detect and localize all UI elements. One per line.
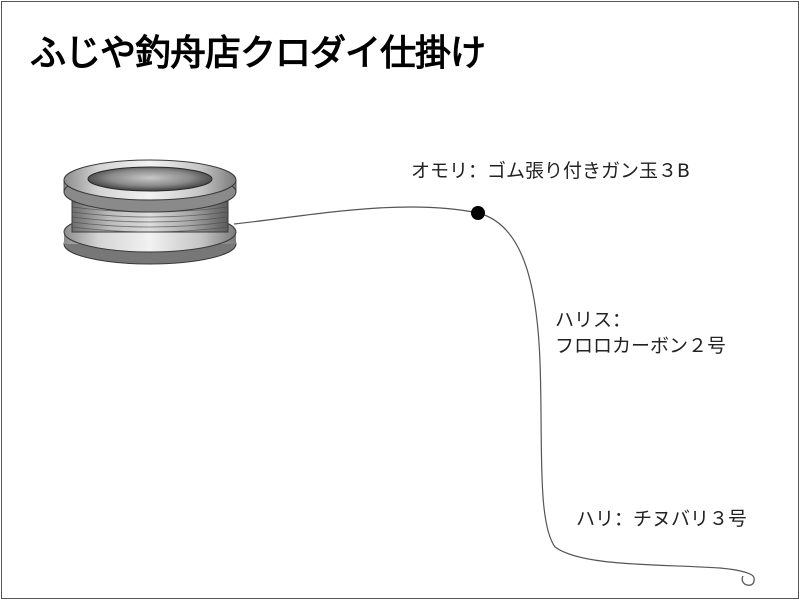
page-title: ふじや釣舟店クロダイ仕掛け xyxy=(30,33,486,74)
line-spool-icon xyxy=(63,159,237,265)
leader-label-material: フロロカーボン２号 xyxy=(555,335,727,357)
fishing-hook-icon xyxy=(741,575,755,586)
split-shot-sinker-icon xyxy=(471,206,485,220)
leader-label-title: ハリス： xyxy=(555,309,632,331)
sinker-label: オモリ：ゴム張り付きガン玉３B xyxy=(411,160,691,182)
hook-label: ハリ：チヌバリ３号 xyxy=(576,508,748,530)
fishing-line xyxy=(233,206,755,579)
